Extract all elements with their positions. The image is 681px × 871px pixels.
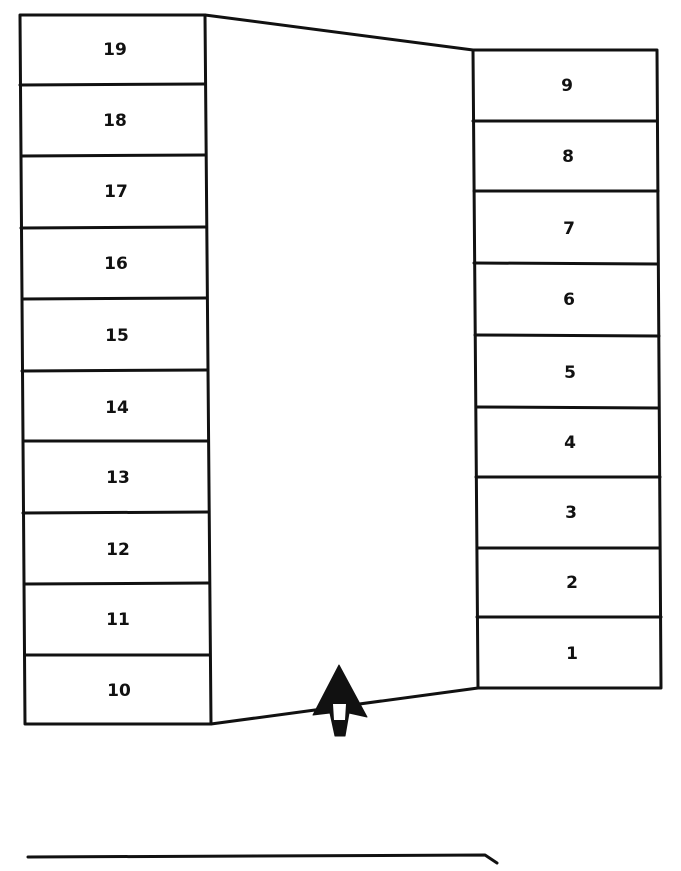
- stall-number-5: 5: [564, 363, 576, 383]
- stall-number-4: 4: [564, 433, 576, 453]
- left-stall-divider: [18, 82, 207, 87]
- right-stall-divider: [474, 405, 661, 410]
- right-stall-divider: [473, 333, 661, 338]
- stall-number-14: 14: [105, 398, 129, 418]
- lower-boundary-line: [26, 853, 499, 865]
- stall-number-15: 15: [105, 326, 129, 346]
- left-stall-block: 19 18 17 16 15 14 13 12 11 10: [18, 13, 213, 726]
- stall-number-6: 6: [563, 290, 575, 310]
- stall-number-16: 16: [104, 254, 128, 274]
- stall-number-13: 13: [106, 468, 130, 488]
- stall-number-9: 9: [561, 76, 573, 96]
- stall-number-12: 12: [106, 540, 130, 560]
- right-stall-block: 9 8 7 6 5 4 3 2 1: [471, 48, 663, 690]
- stall-number-19: 19: [103, 40, 127, 60]
- left-stall-divider: [21, 510, 211, 515]
- up-arrow-icon: [312, 664, 368, 737]
- stall-number-17: 17: [104, 182, 128, 202]
- stall-number-8: 8: [562, 147, 574, 167]
- left-stall-divider: [20, 368, 209, 373]
- left-stall-divider: [19, 153, 208, 158]
- stall-number-1: 1: [566, 644, 578, 664]
- stall-number-10: 10: [107, 681, 131, 701]
- stall-number-2: 2: [566, 573, 578, 593]
- right-stall-divider: [472, 261, 660, 266]
- aisle-top-edge: [203, 13, 475, 52]
- left-stall-divider: [20, 296, 209, 301]
- stall-number-3: 3: [565, 503, 577, 523]
- left-stall-divider: [19, 225, 208, 230]
- stall-number-7: 7: [563, 219, 575, 239]
- right-block-outline: [471, 48, 663, 690]
- left-stall-divider: [22, 581, 211, 586]
- stall-number-18: 18: [103, 111, 127, 131]
- stall-number-11: 11: [106, 610, 130, 630]
